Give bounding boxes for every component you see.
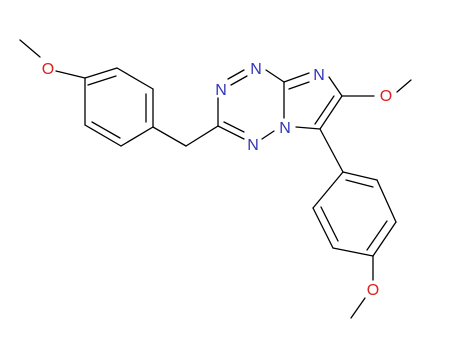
bond-triazine-n4-c3 — [217, 125, 245, 140]
bond-ring-b-3 — [332, 247, 374, 257]
atom-n-triazine-top-right: N — [250, 61, 262, 78]
bond-o-right-methyl — [396, 79, 412, 93]
bond-methyl-o-left — [19, 39, 41, 58]
bond-ring-b-2 — [312, 207, 334, 249]
bond-ring-a-2 — [116, 67, 154, 90]
atom-labels: O N N N N N O O — [42, 61, 392, 299]
bond-o-left-aryl — [55, 70, 86, 79]
bond-benzyl-1 — [152, 126, 187, 147]
bond-triazine-n4-c3d — [223, 121, 245, 133]
atom-n-triazine-bottom: N — [247, 137, 259, 154]
bond-c6-aryl — [319, 128, 344, 173]
bond-imid-c7-c6 — [319, 95, 343, 130]
atom-o-methoxy-bottom: O — [367, 282, 379, 299]
bond-imid-c7-c6d — [314, 95, 335, 125]
bond-ring-b-6d — [345, 179, 374, 188]
bond-ring-a-1 — [84, 67, 118, 79]
bond-imid-c8a-n8d — [288, 81, 310, 90]
bond-ring-b-6 — [342, 171, 378, 181]
bond-ring-a-1d — [87, 75, 117, 86]
bond-triazine-n1-c8a — [265, 69, 285, 83]
atom-n-imidazole-top: N — [313, 67, 325, 84]
bond-imid-c6-n5 — [295, 126, 321, 130]
bond-ring-b-4d — [366, 220, 388, 251]
bond-triazine-n2-n1d — [230, 75, 248, 86]
bond-imid-n8-c7 — [328, 76, 343, 97]
bond-ring-a-5d — [91, 121, 121, 139]
atom-o-methoxy-right: O — [380, 88, 392, 105]
bond-benzyl-2 — [185, 125, 219, 147]
atom-o-methoxy-left: O — [42, 61, 54, 78]
atom-n-bridgehead: N — [279, 120, 291, 137]
bond-o-bottom-methyl — [350, 297, 366, 319]
atom-n-triazine-top-left: N — [215, 82, 227, 99]
bond-ring-a-4 — [120, 126, 154, 147]
bond-ring-b-2d — [320, 206, 339, 242]
bonds — [19, 39, 412, 319]
bond-ring-a-5 — [84, 124, 122, 147]
bond-imid-c8a-n8 — [283, 72, 310, 83]
bond-ring-b-4 — [372, 221, 397, 257]
bond-triazine-n5-n4 — [261, 130, 275, 140]
bond-triazine-n2-n1 — [227, 69, 245, 80]
bond-ring-b-1 — [312, 171, 344, 209]
bond-ring-b-5 — [376, 179, 397, 223]
